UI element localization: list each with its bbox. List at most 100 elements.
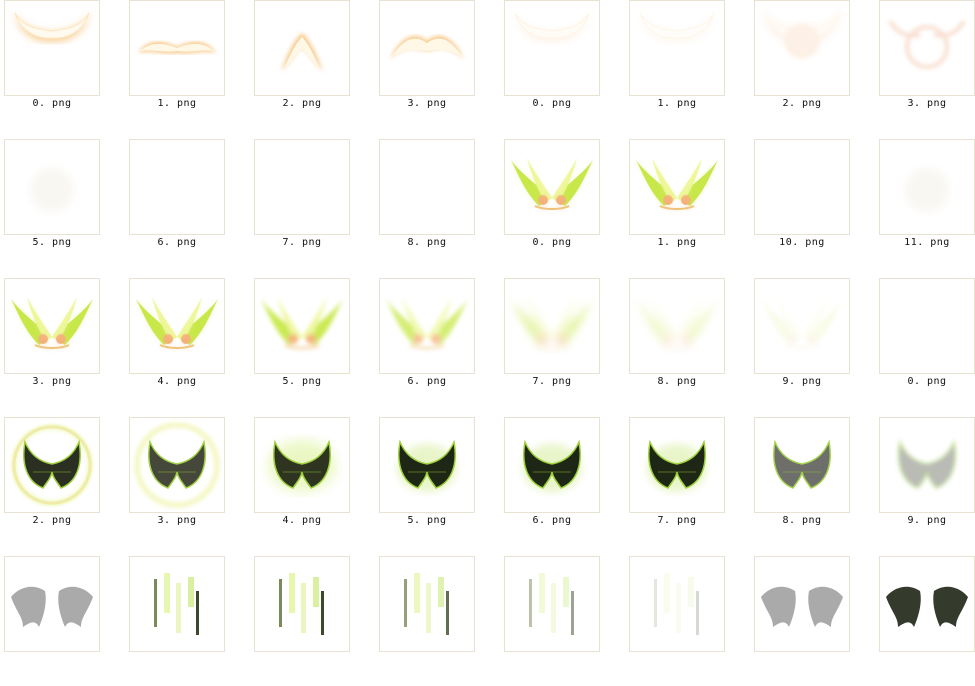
file-name[interactable]: 9. png (907, 515, 947, 526)
file-name[interactable]: 5. png (407, 515, 447, 526)
file-item[interactable] (375, 556, 500, 686)
file-item[interactable]: 5. png (0, 139, 125, 269)
file-item[interactable]: 5. png (250, 278, 375, 408)
file-name[interactable]: 8. png (407, 237, 447, 248)
file-thumbnail[interactable] (754, 556, 850, 652)
file-item[interactable]: 8. png (750, 417, 875, 547)
file-name[interactable]: 0. png (907, 376, 947, 387)
file-thumbnail[interactable] (4, 417, 100, 513)
file-item[interactable]: 6. png (125, 139, 250, 269)
file-item[interactable]: 0. png (500, 139, 625, 269)
file-item[interactable]: 10. png (750, 139, 875, 269)
file-item[interactable]: 4. png (125, 278, 250, 408)
file-item[interactable]: 7. png (625, 417, 750, 547)
file-name[interactable]: 7. png (657, 515, 697, 526)
file-thumbnail[interactable] (504, 278, 600, 374)
file-name[interactable]: 8. png (657, 376, 697, 387)
file-thumbnail[interactable] (629, 417, 725, 513)
file-thumbnail[interactable] (4, 556, 100, 652)
file-name[interactable]: 7. png (532, 376, 572, 387)
file-thumbnail[interactable] (254, 278, 350, 374)
file-item[interactable]: 2. png (250, 0, 375, 130)
file-item[interactable]: 9. png (750, 278, 875, 408)
file-thumbnail[interactable] (629, 139, 725, 235)
file-item[interactable]: 2. png (750, 0, 875, 130)
file-name[interactable]: 3. png (157, 515, 197, 526)
file-name[interactable]: 4. png (157, 376, 197, 387)
file-item[interactable] (500, 556, 625, 686)
file-name[interactable]: 2. png (782, 98, 822, 109)
file-item[interactable]: 0. png (0, 0, 125, 130)
file-thumbnail[interactable] (254, 139, 350, 235)
file-name[interactable]: 1. png (657, 98, 697, 109)
file-thumbnail[interactable] (629, 0, 725, 96)
file-item[interactable]: 7. png (250, 139, 375, 269)
file-item[interactable]: 3. png (875, 0, 975, 130)
file-name[interactable]: 6. png (407, 376, 447, 387)
file-thumbnail[interactable] (254, 556, 350, 652)
file-item[interactable]: 0. png (875, 278, 975, 408)
file-item[interactable]: 1. png (625, 0, 750, 130)
file-thumbnail[interactable] (379, 0, 475, 96)
file-name[interactable]: 2. png (282, 98, 322, 109)
file-thumbnail[interactable] (4, 139, 100, 235)
file-item[interactable]: 8. png (625, 278, 750, 408)
file-name[interactable]: 11. png (904, 237, 950, 248)
file-name[interactable]: 7. png (282, 237, 322, 248)
file-thumbnail[interactable] (629, 278, 725, 374)
file-name[interactable]: 0. png (32, 98, 72, 109)
file-thumbnail[interactable] (754, 417, 850, 513)
file-thumbnail[interactable] (129, 417, 225, 513)
file-item[interactable] (625, 556, 750, 686)
file-item[interactable]: 6. png (500, 417, 625, 547)
file-name[interactable]: 3. png (407, 98, 447, 109)
file-item[interactable]: 3. png (375, 0, 500, 130)
file-thumbnail[interactable] (4, 278, 100, 374)
file-thumbnail[interactable] (379, 556, 475, 652)
file-name[interactable]: 0. png (532, 98, 572, 109)
file-thumbnail[interactable] (254, 417, 350, 513)
file-item[interactable]: 1. png (125, 0, 250, 130)
file-name[interactable]: 5. png (32, 237, 72, 248)
file-thumbnail[interactable] (504, 139, 600, 235)
file-thumbnail[interactable] (879, 278, 975, 374)
file-thumbnail[interactable] (879, 139, 975, 235)
file-thumbnail[interactable] (379, 139, 475, 235)
file-item[interactable]: 8. png (375, 139, 500, 269)
file-name[interactable]: 4. png (282, 515, 322, 526)
file-name[interactable]: 6. png (532, 515, 572, 526)
file-thumbnail[interactable] (754, 0, 850, 96)
file-thumbnail[interactable] (129, 556, 225, 652)
file-thumbnail[interactable] (129, 0, 225, 96)
file-item[interactable]: 5. png (375, 417, 500, 547)
file-thumbnail[interactable] (379, 417, 475, 513)
file-thumbnail[interactable] (129, 139, 225, 235)
file-item[interactable]: 7. png (500, 278, 625, 408)
file-item[interactable]: 1. png (625, 139, 750, 269)
file-name[interactable]: 5. png (282, 376, 322, 387)
file-name[interactable]: 1. png (157, 98, 197, 109)
file-item[interactable]: 11. png (875, 139, 975, 269)
file-name[interactable]: 2. png (32, 515, 72, 526)
file-thumbnail[interactable] (629, 556, 725, 652)
file-name[interactable]: 9. png (782, 376, 822, 387)
file-thumbnail[interactable] (879, 417, 975, 513)
file-item[interactable]: 6. png (375, 278, 500, 408)
file-thumbnail[interactable] (254, 0, 350, 96)
file-name[interactable]: 8. png (782, 515, 822, 526)
file-name[interactable]: 3. png (32, 376, 72, 387)
file-item[interactable] (125, 556, 250, 686)
file-item[interactable]: 4. png (250, 417, 375, 547)
file-name[interactable]: 1. png (657, 237, 697, 248)
file-thumbnail[interactable] (879, 556, 975, 652)
file-thumbnail[interactable] (504, 417, 600, 513)
file-thumbnail[interactable] (4, 0, 100, 96)
file-item[interactable]: 3. png (125, 417, 250, 547)
file-thumbnail[interactable] (504, 556, 600, 652)
file-item[interactable]: 0. png (500, 0, 625, 130)
file-thumbnail[interactable] (379, 278, 475, 374)
file-thumbnail[interactable] (879, 0, 975, 96)
file-name[interactable]: 6. png (157, 237, 197, 248)
file-name[interactable]: 10. png (779, 237, 825, 248)
file-thumbnail[interactable] (754, 278, 850, 374)
